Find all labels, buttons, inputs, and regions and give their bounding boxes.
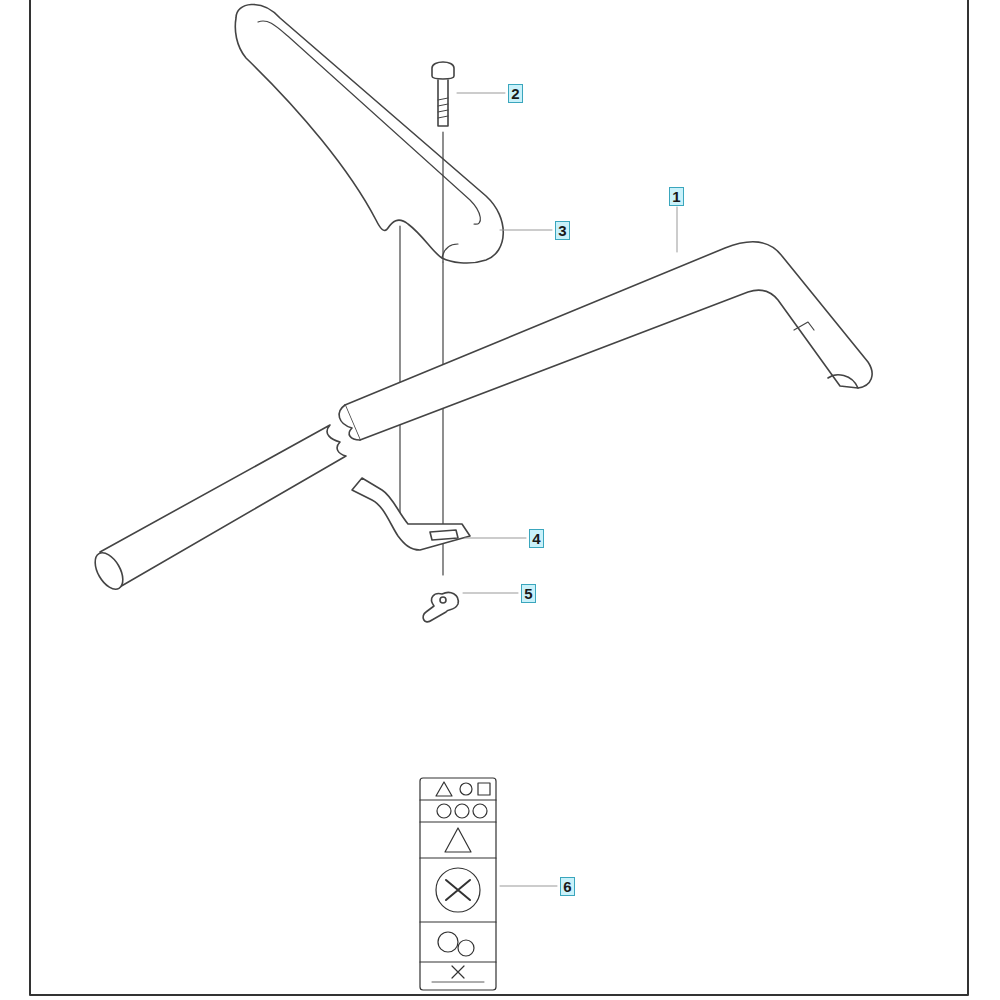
assembly-line <box>399 226 400 520</box>
assembly-line <box>442 132 443 262</box>
clamp <box>352 478 470 550</box>
leader-lines <box>457 93 677 886</box>
frame <box>30 0 968 995</box>
callout-number: 1 <box>669 187 684 206</box>
grip <box>235 4 503 263</box>
warning-decal <box>420 778 496 990</box>
bolt <box>432 62 454 126</box>
callout-number: 4 <box>529 529 544 548</box>
callout-number: 6 <box>560 877 575 896</box>
callout-number: 5 <box>521 584 536 603</box>
wing-nut <box>423 592 458 621</box>
handle-tube <box>89 425 346 594</box>
handle-tube <box>339 242 872 440</box>
callout-number: 3 <box>555 221 570 240</box>
callout-number: 2 <box>508 84 523 103</box>
